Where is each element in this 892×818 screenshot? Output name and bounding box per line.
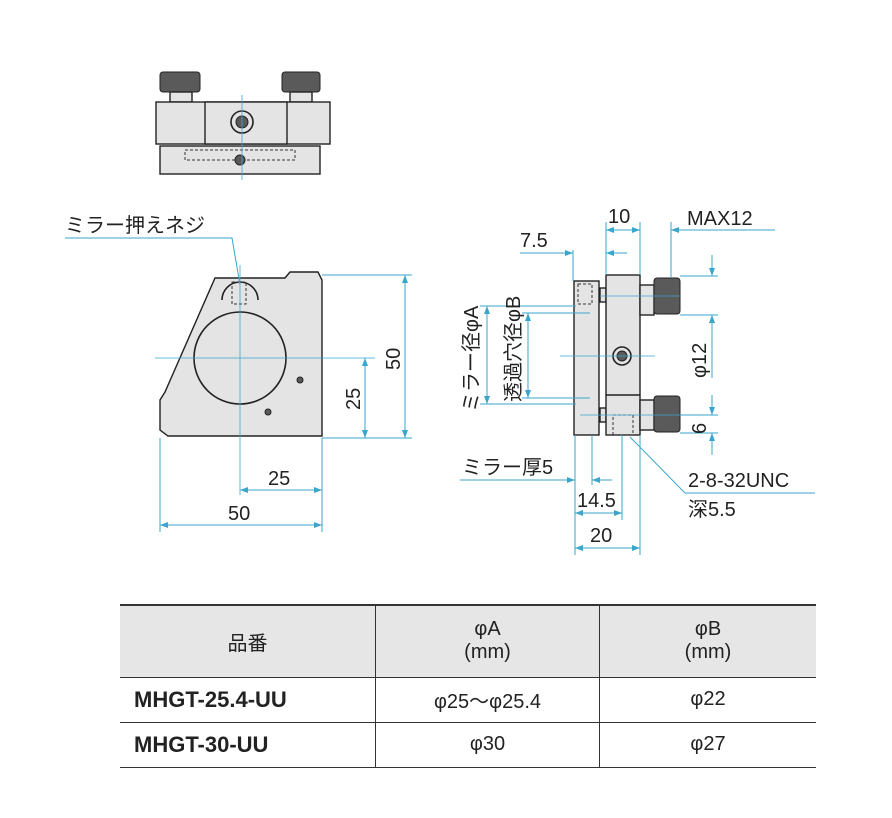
part-number: MHGT-30-UU	[134, 731, 269, 757]
table-header-row: 品番 φA(mm) φB(mm)	[120, 605, 816, 677]
header-phi-a: φA(mm)	[375, 605, 600, 677]
depth-label: 深5.5	[688, 498, 736, 521]
mirror-screw-label: ミラー押えネジ	[65, 214, 205, 237]
mirror-diameter-label: ミラー径φA	[460, 305, 483, 412]
dim-max12: MAX12	[687, 208, 753, 230]
header-part-number: 品番	[120, 605, 376, 677]
dim-20: 20	[590, 525, 612, 547]
front-view: ミラー押えネジ 50 25 25 50	[65, 214, 412, 532]
dim-6: 6	[689, 423, 711, 434]
dim-25-horizontal: 25	[268, 468, 290, 490]
header-label: φB	[694, 618, 722, 641]
through-hole-label: 透過穴径φB	[502, 296, 525, 402]
side-view: 10 MAX12 7.5 ミラー径φA 透過穴径φB φ12 6 ミラー厚5 1…	[460, 206, 815, 555]
table-row: MHGT-30-UU φ30 φ27	[120, 722, 816, 767]
spec-table: 品番 φA(mm) φB(mm) MHGT-25.4-UU φ25～φ25.4 …	[120, 604, 816, 768]
header-unit: (mm)	[684, 641, 732, 664]
header-unit: (mm)	[464, 641, 511, 664]
dim-25-vertical: 25	[343, 388, 365, 410]
header-label: φA	[474, 618, 501, 641]
part-number: MHGT-25.4-UU	[134, 686, 287, 712]
table-row: MHGT-25.4-UU φ25～φ25.4 φ22	[120, 677, 816, 722]
dim-7-5: 7.5	[520, 230, 548, 252]
dim-phi12: φ12	[689, 343, 711, 378]
thread-label: 2-8-32UNC	[688, 470, 789, 492]
phi-a-value: φ30	[375, 722, 600, 767]
mirror-thickness-label: ミラー厚5	[462, 457, 553, 479]
header-label: 品番	[227, 632, 268, 655]
phi-b-value: φ27	[599, 722, 816, 767]
header-phi-b: φB(mm)	[599, 605, 816, 677]
dim-50-horizontal: 50	[228, 503, 250, 525]
dim-10: 10	[608, 206, 630, 228]
dim-50-vertical: 50	[383, 348, 405, 370]
top-view	[155, 71, 331, 180]
technical-drawing: ミラー押えネジ 50 25 25 50 10 MAX12 7.5 ミラー径φA …	[65, 71, 815, 555]
dim-14-5: 14.5	[577, 490, 616, 512]
phi-a-value: φ25～φ25.4	[375, 677, 600, 722]
phi-b-value: φ22	[599, 677, 816, 722]
